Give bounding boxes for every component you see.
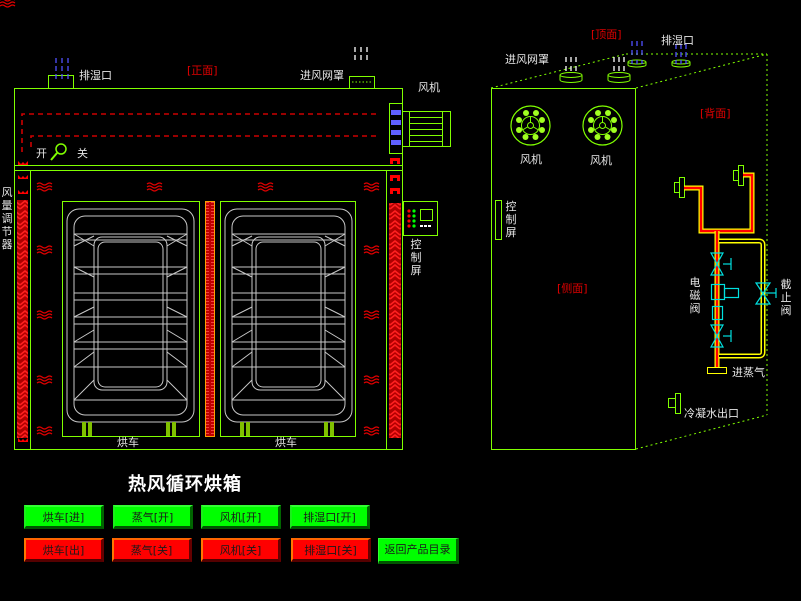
side-fan-right-icon — [582, 105, 623, 146]
cart-left-label: 烘车 — [117, 436, 139, 449]
switch-off-label: 关 — [77, 147, 88, 160]
stop-valve-label: 截止阀 — [780, 278, 792, 317]
front-exhaust-port — [48, 58, 74, 89]
top-air-duct — [14, 88, 403, 166]
side-control-screen[interactable] — [495, 200, 502, 240]
solenoid-valve-label: 电磁阀 — [689, 276, 701, 315]
side-fan-left-label: 风机 — [520, 153, 542, 166]
solenoid-valve-body-icon — [710, 283, 740, 321]
exhaust-on-button[interactable]: 排湿口[开] — [290, 505, 370, 529]
front-air-inlet-label: 进风网罩 — [300, 69, 344, 82]
drying-chamber — [14, 170, 403, 450]
fan-off-button[interactable]: 风机[关] — [201, 538, 281, 562]
condensate-outlet-label: 冷凝水出口 — [684, 407, 739, 420]
front-control-screen-label: 控制屏 — [410, 238, 422, 277]
front-fan-label: 风机 — [418, 81, 440, 94]
drying-cart-left — [62, 201, 200, 437]
side-fan-right-label: 风机 — [590, 154, 612, 167]
stop-valve-icon — [754, 282, 777, 305]
solenoid-valve-upper-icon — [709, 252, 732, 276]
side-fan-left-icon — [510, 105, 551, 146]
exhaust-off-button[interactable]: 排湿口[关] — [291, 538, 371, 562]
drying-cart-right — [220, 201, 356, 437]
front-control-panel[interactable] — [403, 201, 438, 236]
front-fan-unit — [389, 103, 451, 154]
top-air-inlet-covers — [559, 57, 631, 83]
left-heating-column — [17, 161, 31, 450]
top-air-inlet-label: 进风网罩 — [505, 53, 549, 66]
cart-out-button[interactable]: 烘车[出] — [24, 538, 104, 562]
cart-right-label: 烘车 — [275, 436, 297, 449]
steam-off-button[interactable]: 蒸气[关] — [112, 538, 192, 562]
side-view-box — [490, 53, 768, 450]
fan-on-button[interactable]: 风机[开] — [201, 505, 281, 529]
condensate-outlet-connector — [668, 393, 681, 414]
top-exhaust-ports — [627, 41, 691, 68]
page-title: 热风循环烘箱 — [128, 474, 242, 495]
front-air-inlet-cover — [349, 47, 375, 89]
airflow-switch-knob-icon[interactable] — [50, 143, 67, 161]
back-view-label: [背面] — [700, 107, 731, 120]
top-view-label: [顶面] — [591, 28, 622, 41]
front-exhaust-port-label: 排湿口 — [79, 69, 112, 82]
chamber-top-rail — [14, 165, 403, 171]
switch-on-label: 开 — [36, 147, 47, 160]
front-view-label: [正面] — [187, 64, 218, 77]
side-view-label: [侧面] — [557, 282, 588, 295]
top-exhaust-port-label: 排湿口 — [661, 34, 694, 47]
cart-in-button[interactable]: 烘车[进] — [24, 505, 104, 529]
steam-on-button[interactable]: 蒸气[开] — [113, 505, 193, 529]
center-heating-bar — [205, 201, 215, 437]
steam-inlet-label: 进蒸气 — [732, 366, 765, 379]
heat-wave-icons — [0, 0, 380, 436]
solenoid-valve-lower-icon — [709, 324, 732, 348]
back-to-catalog-button[interactable]: 返回产品目录 — [378, 538, 459, 564]
right-heating-column — [386, 158, 401, 450]
duct-airflow-path — [21, 113, 376, 155]
steam-piping — [674, 165, 766, 374]
airflow-regulator-label: 风量调节器 — [1, 186, 13, 251]
side-control-screen-label: 控制屏 — [505, 200, 517, 239]
